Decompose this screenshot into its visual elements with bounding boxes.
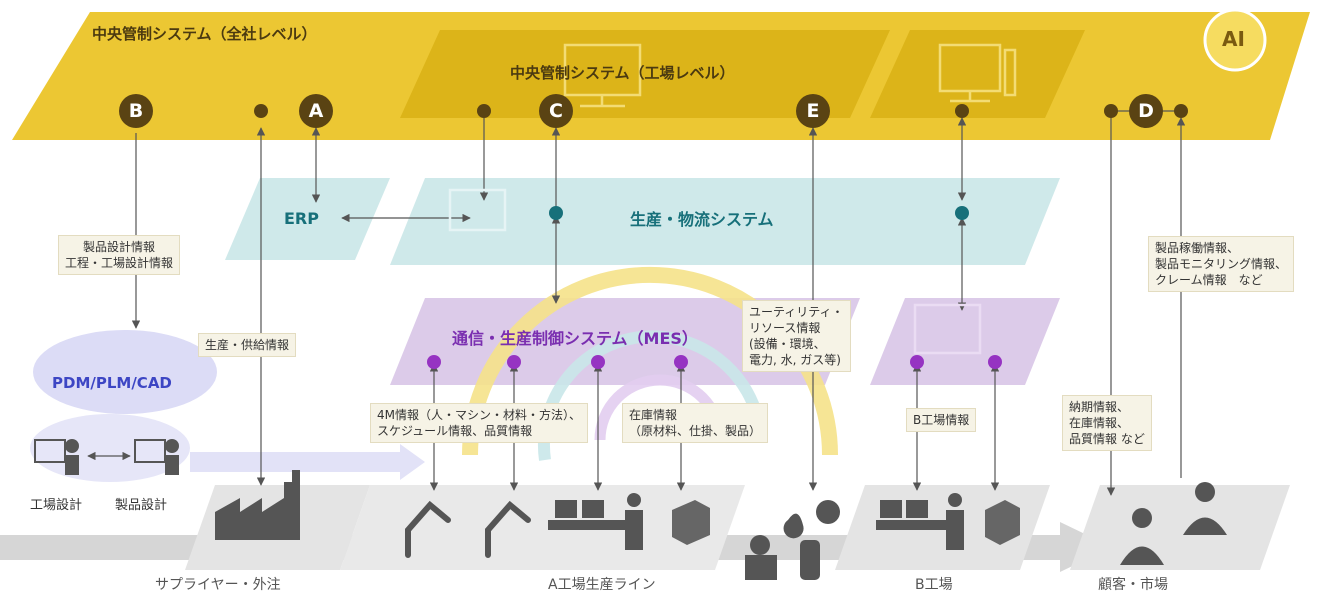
- customer-label: 顧客・市場: [1098, 577, 1168, 593]
- pdm-title: PDM/PLM/CAD: [52, 374, 172, 392]
- central-factory-panel-1: [400, 30, 890, 118]
- line-a-platform: [340, 485, 745, 570]
- info-operation: 製品稼働情報、製品モニタリング情報、 クレーム情報 など: [1148, 236, 1295, 292]
- teal-layer-dots: [549, 206, 969, 220]
- pdm-ellipse-main: [33, 330, 217, 414]
- badge-e: E: [796, 94, 830, 128]
- line-a-label: A工場生産ライン: [548, 577, 656, 593]
- worker-icon: [625, 493, 964, 550]
- ai-emblem: [1203, 8, 1267, 72]
- info-b-factory: B工場情報: [906, 408, 977, 432]
- monitor-icon-purple: [913, 303, 982, 355]
- utility-icons: [745, 500, 840, 580]
- ai-label: AI: [1222, 27, 1245, 51]
- production-logistics-title: 生産・物流システム: [630, 210, 774, 229]
- erp-title: ERP: [284, 209, 319, 228]
- connection-lines: [87, 110, 1186, 496]
- info-inventory: 在庫情報（原材料、仕掛、製品）: [622, 403, 769, 443]
- designer-icons: [34, 439, 179, 475]
- box-icon: [672, 500, 1020, 545]
- central-factory-title: 中央管制システム（工場レベル）: [510, 64, 735, 82]
- customer-icons: [1120, 482, 1227, 565]
- badge-a: A: [299, 94, 333, 128]
- purple-layer-dots: [427, 355, 1002, 369]
- erp-layer: [225, 178, 390, 260]
- factory-icon: [215, 470, 300, 540]
- supplier-label: サプライヤー・外注: [155, 577, 281, 593]
- info-four-m: 4M情報（人・マシン・材料・方法）、スケジュール情報、品質情報: [370, 403, 588, 443]
- product-design-label: 製品設計: [115, 498, 168, 513]
- design-flow-arrow: [190, 444, 425, 480]
- info-product-design: 製品設計情報工程・工場設計情報: [58, 235, 181, 275]
- info-delivery: 納期情報、在庫情報、 品質情報 など: [1062, 395, 1152, 451]
- monitor-icon-teal: [448, 188, 507, 232]
- mes-layer-b: [870, 298, 1060, 385]
- customer-platform: [1070, 485, 1290, 570]
- badge-c: C: [539, 94, 573, 128]
- info-utility: ユーティリティ・リソース情報 (設備・環境、電力, 水, ガス等): [742, 300, 851, 372]
- gold-layer-dots: [254, 104, 1188, 118]
- monitor-icon: [563, 43, 1017, 108]
- badge-d: D: [1129, 94, 1163, 128]
- conveyor-icon: [548, 500, 946, 530]
- info-supply: 生産・供給情報: [198, 333, 297, 357]
- badge-b: B: [119, 94, 153, 128]
- robot-arm-icon: [405, 500, 531, 558]
- central-factory-panel-2: [870, 30, 1085, 118]
- mes-title: 通信・生産制御システム（MES）: [452, 329, 698, 348]
- factory-design-label: 工場設計: [30, 498, 83, 513]
- central-company-title: 中央管制システム（全社レベル）: [92, 25, 317, 43]
- factory-b-label: B工場: [915, 577, 953, 593]
